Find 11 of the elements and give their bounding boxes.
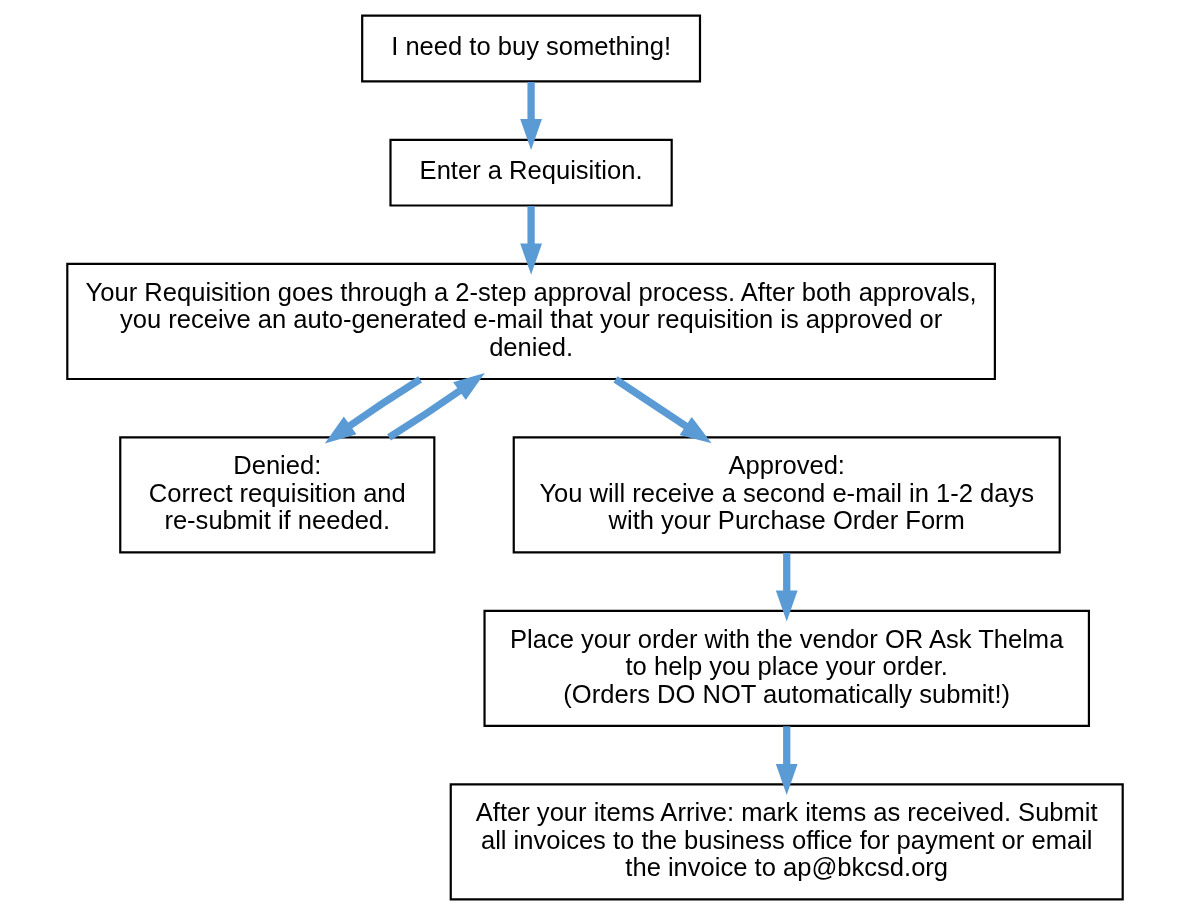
node-box: Approved: You will receive a second e-mail in 1-2 days with your Purchase Order Form (512, 436, 1061, 554)
arrow (613, 376, 712, 444)
node-box: After your items Arrive: mark items as received. Submit all invoices to the business office for payment or email the invoice to ap@bkcsd.org (449, 783, 1124, 901)
node-box: Enter a Requisition. (389, 138, 673, 207)
node-box: I need to buy something! (361, 14, 702, 83)
node-box: Place your order with the vendor OR Ask Thelma to help you place your order. (Orders DO NOT automatically submit!) (483, 609, 1090, 727)
arrow (387, 372, 485, 441)
node-box: Your Requisition goes through a 2-step approval process. After both approvals, you receive an auto-generated e-mail that your requisition is approved or denied. (66, 262, 996, 381)
node-box: Denied: Correct requisition and re-submit if needed. (119, 436, 436, 554)
arrow (775, 552, 798, 622)
arrow (324, 376, 422, 444)
